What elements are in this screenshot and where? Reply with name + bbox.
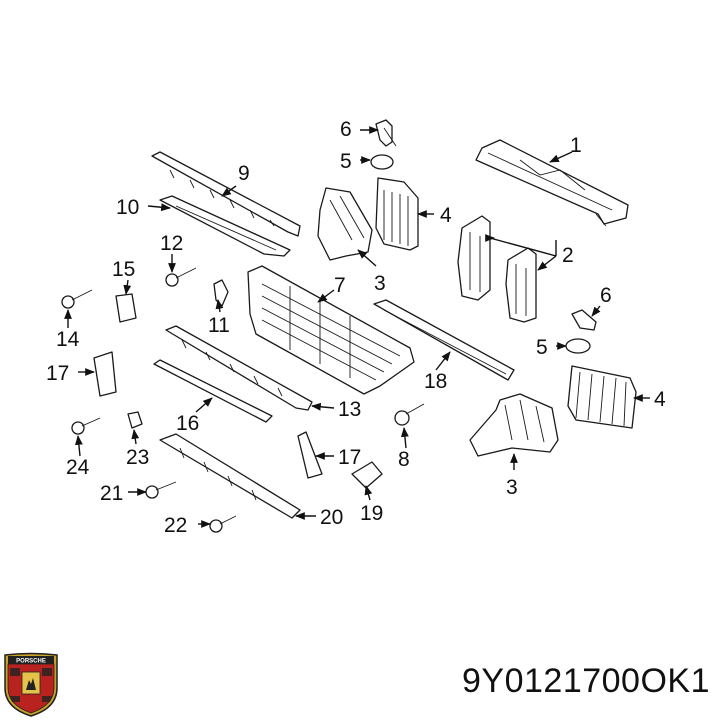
callout-13: 13 <box>338 398 361 421</box>
part-4-shutter-upper <box>375 177 419 251</box>
part-10-reinforcement <box>159 195 291 257</box>
callout-20: 20 <box>320 506 343 529</box>
callout-16: 16 <box>176 412 199 435</box>
callout-labels: 1 2 3 3 4 4 5 5 6 6 7 8 9 10 11 12 13 14… <box>46 118 666 537</box>
callout-19: 19 <box>360 502 383 525</box>
part-6-bolt-lower <box>571 309 597 331</box>
part-number: 9Y0121700OK1 <box>462 662 710 700</box>
leader-lines <box>64 126 650 528</box>
callout-17-left: 17 <box>46 362 69 385</box>
callout-21: 21 <box>100 482 123 505</box>
callout-6-upper: 6 <box>340 118 352 141</box>
callout-12: 12 <box>160 232 183 255</box>
callout-5-lower: 5 <box>536 336 548 359</box>
part-17-bracket-right <box>297 431 323 479</box>
callout-7: 7 <box>334 274 346 297</box>
callout-9: 9 <box>238 162 250 185</box>
callout-17-right: 17 <box>338 446 361 469</box>
callout-15: 15 <box>112 258 135 281</box>
part-1-upper-crossmember <box>475 139 629 227</box>
callout-1: 1 <box>570 134 582 157</box>
part-5-grommet-lower <box>565 338 591 354</box>
callout-10: 10 <box>116 196 139 219</box>
part-15-clip <box>115 293 137 323</box>
part-12-bolt <box>165 267 197 287</box>
part-17-bracket-left <box>93 351 117 397</box>
part-4-shutter-lower <box>567 365 637 429</box>
part-3-air-duct-upper <box>317 187 373 261</box>
part-20-bottom-strip <box>159 433 301 519</box>
callout-18: 18 <box>424 370 447 393</box>
part-22-bolt <box>209 515 237 533</box>
part-23-clip <box>127 411 143 429</box>
callout-6-lower: 6 <box>600 284 612 307</box>
callout-3-upper: 3 <box>374 272 386 295</box>
part-11-clip <box>213 279 229 307</box>
part-24-bolt <box>71 417 101 435</box>
callout-5-upper: 5 <box>340 150 352 173</box>
part-16-trim-bar <box>153 359 273 423</box>
callout-4-upper: 4 <box>440 204 452 227</box>
part-7-grille-frame <box>247 265 415 395</box>
callout-14: 14 <box>56 328 80 351</box>
part-5-grommet-upper <box>370 154 394 170</box>
part-19-sensor <box>351 461 383 489</box>
part-13-lower-grille <box>165 325 313 411</box>
part-18-lower-strip <box>373 299 515 381</box>
svg-text:PORSCHE: PORSCHE <box>16 659 46 665</box>
callout-3-lower: 3 <box>506 476 518 499</box>
part-21-bolt <box>145 481 177 499</box>
part-8-bolt <box>394 403 425 426</box>
part-2-bracket-pair <box>457 215 537 323</box>
callout-4-lower: 4 <box>654 388 666 411</box>
callout-8: 8 <box>398 448 410 471</box>
part-14-bolt <box>61 289 93 309</box>
porsche-crest-icon: PORSCHE <box>4 652 58 717</box>
callout-2: 2 <box>562 244 574 267</box>
callout-22: 22 <box>164 514 187 537</box>
callout-11: 11 <box>208 314 230 337</box>
callout-23: 23 <box>126 446 149 469</box>
part-6-bolt-upper <box>375 119 397 147</box>
callout-24: 24 <box>66 456 90 479</box>
part-3-air-duct-lower <box>469 393 559 457</box>
